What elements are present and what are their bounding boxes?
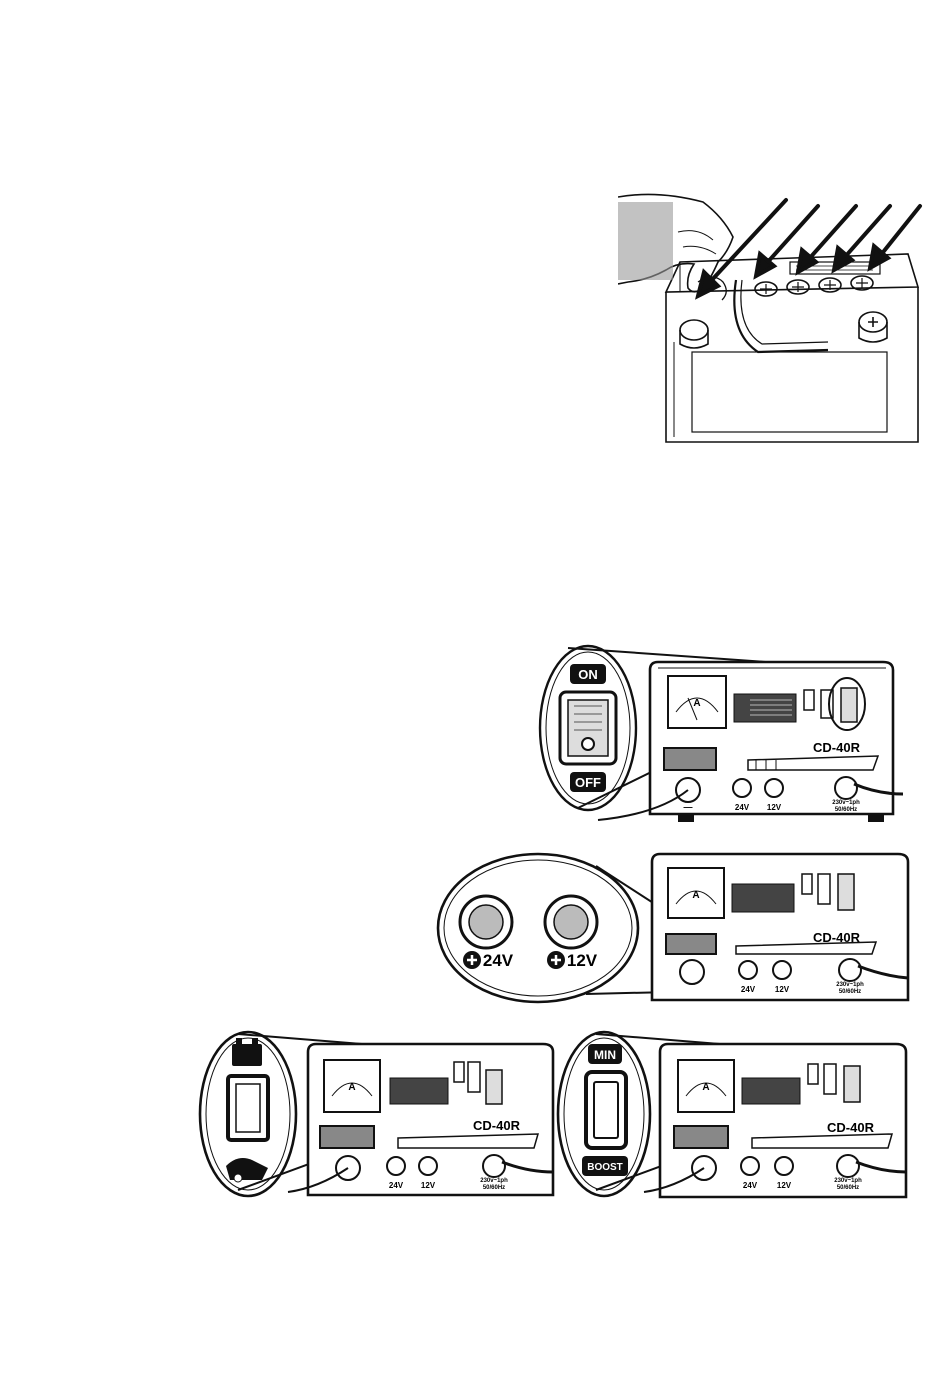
off-label-box: OFF (570, 772, 606, 792)
svg-text:24V: 24V (735, 803, 750, 812)
svg-text:50/60Hz: 50/60Hz (839, 989, 861, 995)
svg-text:A: A (692, 890, 699, 901)
svg-text:50/60Hz: 50/60Hz (835, 807, 857, 813)
charger-unit: A CD-40R — 24V 12V 230v~1ph 50/ (598, 662, 903, 822)
min-boost-rocker[interactable] (586, 1072, 626, 1148)
cell-caps (755, 276, 873, 296)
svg-text:50/60Hz: 50/60Hz (483, 1185, 505, 1191)
svg-text:50/60Hz: 50/60Hz (837, 1185, 859, 1191)
svg-text:CD-40R: CD-40R (473, 1118, 521, 1133)
svg-text:230v~1ph: 230v~1ph (836, 982, 864, 988)
svg-text:24V: 24V (741, 985, 756, 994)
svg-text:12V: 12V (767, 803, 782, 812)
svg-text:12V: 12V (421, 1181, 436, 1190)
battery-icon (232, 1038, 262, 1066)
charger-unit: A CD-40R 24V 12V 230v~1ph 50/60Hz (288, 1044, 553, 1195)
figure-voltage-outputs: 24V 12V A CD-40R 24V 12V (436, 850, 911, 1005)
charger-unit: A CD-40R 24V 12V 230v~1ph 50/60Hz (652, 854, 908, 1000)
svg-text:24V: 24V (389, 1181, 404, 1190)
arrows (698, 200, 920, 296)
svg-text:230v~1ph: 230v~1ph (480, 1178, 508, 1184)
svg-text:A: A (702, 1082, 709, 1093)
svg-text:230v~1ph: 230v~1ph (834, 1178, 862, 1184)
battery-mode-rocker[interactable] (228, 1076, 268, 1140)
svg-text:—: — (684, 802, 693, 812)
svg-text:CD-40R: CD-40R (827, 1120, 875, 1135)
svg-text:12V: 12V (777, 1181, 792, 1190)
on-label-box: ON (570, 664, 606, 684)
boost-label-box: BOOST (582, 1156, 628, 1176)
output-24v-socket[interactable]: 24V (460, 896, 514, 970)
svg-text:A: A (348, 1082, 355, 1093)
svg-text:230v~1ph: 230v~1ph (832, 800, 860, 806)
svg-text:24V: 24V (743, 1181, 758, 1190)
svg-text:12V: 12V (775, 985, 790, 994)
svg-text:MIN: MIN (594, 1048, 616, 1062)
figure-min-boost-switch: MIN BOOST A CD-40R 24V 12V (556, 1030, 911, 1202)
svg-text:24V: 24V (483, 951, 514, 970)
min-label-box: MIN (588, 1044, 622, 1064)
svg-text:OFF: OFF (575, 775, 601, 790)
svg-text:CD-40R: CD-40R (813, 740, 861, 755)
battery-illustration (618, 192, 928, 447)
svg-text:BOOST: BOOST (587, 1162, 623, 1173)
svg-text:12V: 12V (567, 951, 598, 970)
output-12v-socket[interactable]: 12V (545, 896, 598, 970)
svg-text:A: A (693, 698, 700, 709)
svg-text:ON: ON (578, 667, 598, 682)
car-battery-icon (226, 1158, 268, 1182)
rocker-switch[interactable] (560, 692, 616, 764)
charger-unit: A CD-40R 24V 12V 230v~1ph 50/60Hz (644, 1044, 906, 1197)
figure-battery-mode-switch: A CD-40R 24V 12V 230v~1ph 50/60Hz (198, 1030, 558, 1200)
figure-power-switch: ON OFF A (538, 644, 910, 826)
